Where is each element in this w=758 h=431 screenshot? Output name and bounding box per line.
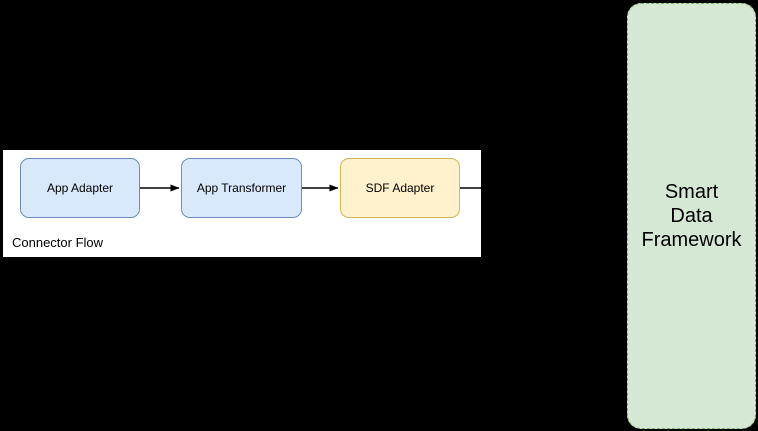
- node-app-transformer: App Transformer: [181, 158, 302, 218]
- node-app-transformer-label: App Transformer: [196, 181, 287, 195]
- node-sdf-adapter-label: SDF Adapter: [365, 181, 435, 195]
- framework-label-line-2: Data: [670, 205, 713, 227]
- node-app-adapter-label: App Adapter: [46, 181, 114, 195]
- smart-data-framework-box: Smart Data Framework: [627, 3, 756, 429]
- framework-label-line-3: Framework: [641, 229, 742, 251]
- node-app-adapter: App Adapter: [20, 158, 140, 218]
- framework-label-line-1: Smart: [664, 181, 719, 203]
- node-sdf-adapter: SDF Adapter: [340, 158, 460, 218]
- connector-flow-label: Connector Flow: [12, 235, 104, 250]
